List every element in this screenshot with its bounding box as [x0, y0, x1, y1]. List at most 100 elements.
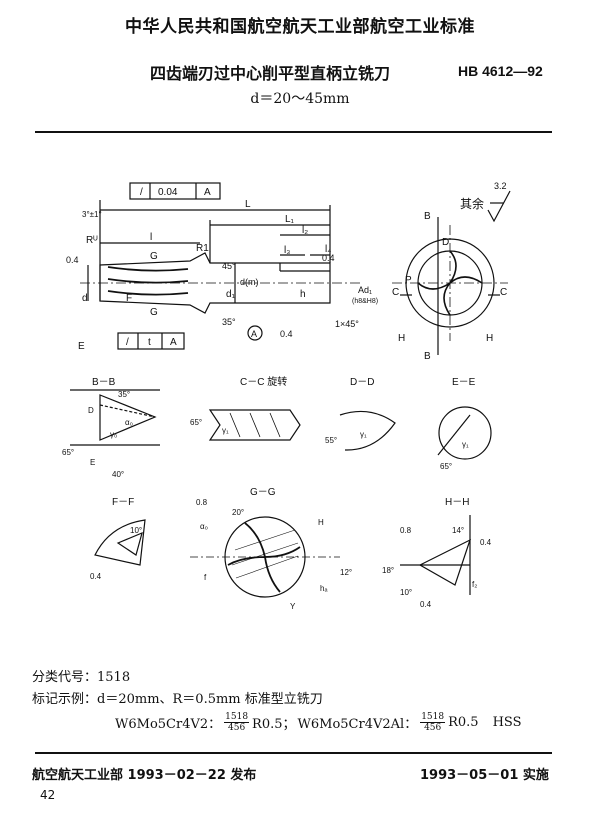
page-number: 42: [40, 788, 56, 802]
standard-code: HB 4612—92: [458, 63, 543, 79]
material-2: W6Mo5Cr4V2Al：: [297, 717, 418, 732]
svg-text:A: A: [251, 329, 257, 339]
svg-text:H: H: [398, 333, 405, 344]
svg-text:3°±1°: 3°±1°: [82, 210, 102, 219]
effective-date: 1993－05－01 实施: [420, 768, 549, 783]
cutter-outline: [99, 252, 331, 314]
tolerance-frame-top: [129, 182, 221, 200]
roughness-label: 其余: [460, 196, 484, 211]
svg-text:0.4: 0.4: [420, 600, 432, 609]
svg-text:t: t: [148, 337, 151, 348]
svg-text:E: E: [90, 458, 95, 467]
svg-text:65°: 65°: [190, 418, 202, 427]
roughness-symbol: [487, 190, 511, 223]
svg-text:f₂: f₂: [472, 580, 477, 589]
roughness-value: 3.2: [494, 181, 507, 191]
issue-date: 航空航天工业部 1993－02－22 发布: [32, 768, 257, 783]
svg-text:A: A: [204, 187, 211, 198]
section-bb-title: B－B: [92, 377, 116, 388]
svg-text:f: f: [204, 573, 207, 582]
svg-text:0.4: 0.4: [322, 253, 335, 263]
tol-top-value: 0.04: [158, 187, 178, 198]
svg-text:65°: 65°: [62, 448, 74, 457]
svg-text:γ₁: γ₁: [360, 430, 367, 439]
svg-text:d: d: [82, 293, 88, 304]
svg-text:0.8: 0.8: [400, 526, 412, 535]
header-rule: [35, 131, 552, 133]
svg-text:0.4: 0.4: [90, 572, 102, 581]
svg-text:L₁: L₁: [285, 214, 295, 225]
section-hh-title: H－H: [445, 497, 469, 508]
svg-text:D: D: [442, 237, 449, 248]
svg-text:Rᵁ: Rᵁ: [86, 235, 98, 246]
section-dd-title: D－D: [350, 377, 374, 388]
hss-label: HSS: [492, 715, 522, 730]
section-dd: [339, 410, 396, 451]
svg-text:14°: 14°: [452, 526, 464, 535]
svg-text:20°: 20°: [232, 508, 244, 517]
tolerance-frame-bottom: [117, 332, 185, 350]
section-bb: [70, 389, 160, 446]
svg-text:l₂: l₂: [302, 225, 308, 236]
section-ee-title: E－E: [452, 377, 476, 388]
svg-text:γ₁: γ₁: [222, 426, 229, 435]
svg-text:d₁: d₁: [226, 289, 236, 300]
svg-text:C: C: [500, 287, 507, 298]
svg-text:18°: 18°: [382, 566, 394, 575]
svg-text:35°: 35°: [222, 317, 236, 327]
svg-text:R1: R1: [196, 243, 209, 254]
svg-text:α₀: α₀: [125, 418, 133, 427]
svg-text:l₄: l₄: [325, 244, 331, 255]
svg-text:40°: 40°: [112, 470, 124, 479]
section-cc-title: C－C 旋转: [240, 375, 287, 388]
svg-text:1×45°: 1×45°: [335, 319, 359, 329]
technical-drawing: 0.04 A / 其余 3.2 L L₁ l l₂ l₃ l₄ d d₁ h d…: [62, 181, 511, 611]
footer-rule: [35, 752, 552, 754]
section-gg-title: G－G: [250, 487, 276, 498]
classification-code: 分类代号：1518: [32, 670, 131, 685]
svg-text:Y: Y: [290, 602, 296, 611]
svg-text:α₀: α₀: [200, 522, 208, 531]
svg-text:C: C: [392, 287, 399, 298]
svg-text:65°: 65°: [440, 462, 452, 471]
section-ff-title: F－F: [112, 497, 134, 508]
svg-text:L: L: [245, 199, 251, 210]
svg-text:/: /: [126, 337, 129, 348]
svg-text:10°: 10°: [130, 526, 142, 535]
material-1: W6Mo5Cr4V2：: [115, 717, 222, 732]
svg-text:35°: 35°: [118, 390, 130, 399]
svg-text:10°: 10°: [400, 588, 412, 597]
svg-text:B: B: [424, 351, 431, 362]
svg-text:0.4: 0.4: [66, 255, 79, 265]
svg-text:h: h: [300, 289, 306, 300]
svg-text:G: G: [150, 307, 158, 318]
document-title: 四齿端刃过中心削平型直柄立铣刀: [149, 64, 390, 83]
section-ee: [438, 406, 492, 460]
svg-text:F: F: [126, 293, 132, 304]
svg-text:l: l: [150, 232, 152, 243]
svg-text:P: P: [405, 275, 412, 286]
svg-text:0.4: 0.4: [480, 538, 492, 547]
svg-text:G: G: [150, 251, 158, 262]
svg-text:0.8: 0.8: [196, 498, 208, 507]
section-ff: [94, 519, 146, 566]
issuing-organization: 中华人民共和国航空航天工业部航空工业标准: [125, 17, 475, 37]
section-hh: [418, 538, 472, 586]
svg-text:H: H: [486, 333, 493, 344]
svg-text:A: A: [170, 337, 177, 348]
svg-text:/: /: [140, 187, 143, 198]
svg-text:hₐ: hₐ: [320, 584, 328, 593]
svg-text:55°: 55°: [325, 436, 337, 445]
svg-text:12°: 12°: [340, 568, 352, 577]
svg-text:B: B: [424, 211, 431, 222]
svg-text:(h8&H8): (h8&H8): [352, 298, 378, 305]
svg-text:Ad₁: Ad₁: [358, 285, 372, 295]
svg-text:D: D: [88, 406, 94, 415]
flute-lines: [107, 266, 189, 296]
svg-text:0.4: 0.4: [280, 329, 293, 339]
diameter-range: d＝20～45mm: [250, 91, 350, 107]
svg-text:γ₀: γ₀: [110, 430, 117, 439]
